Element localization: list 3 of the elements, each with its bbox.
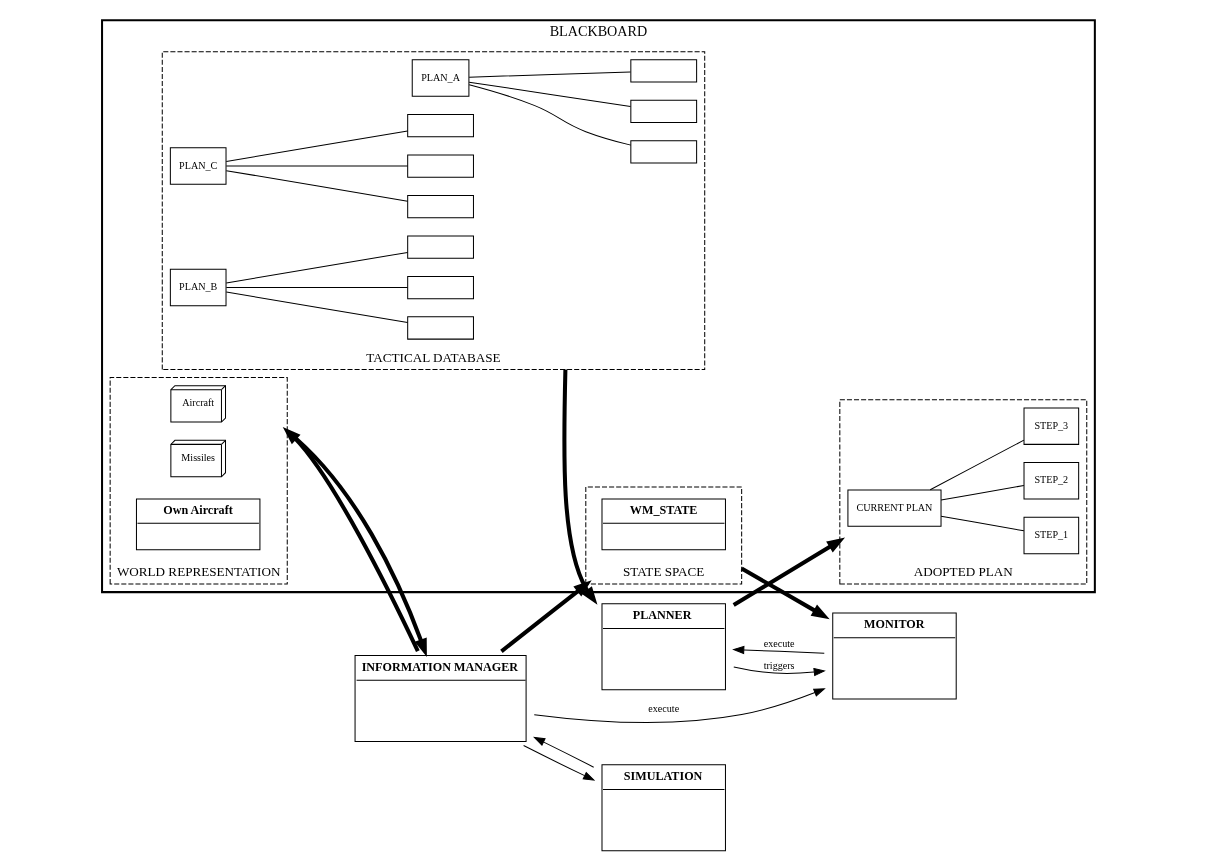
edge-label: triggers — [763, 660, 795, 672]
edge-label: execute — [648, 702, 680, 714]
edge-label: execute — [763, 637, 795, 649]
